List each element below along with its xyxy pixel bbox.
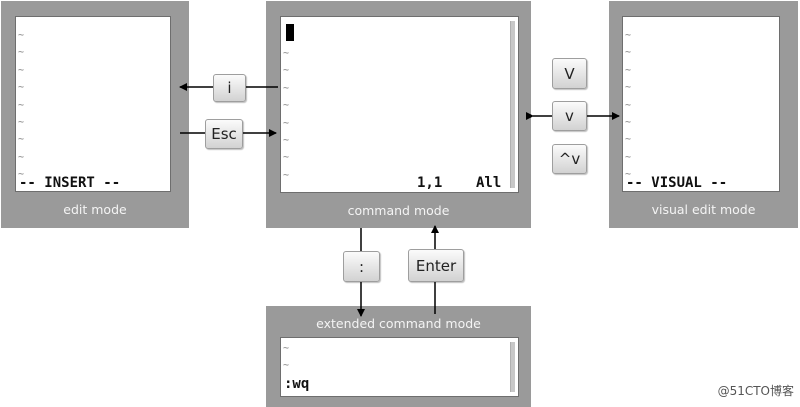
tilde-marker: ~: [625, 99, 632, 111]
empty-line-markers: ~ ~ ~ ~ ~ ~ ~ ~ ~: [18, 27, 24, 184]
tilde-marker: ~: [18, 169, 25, 181]
tilde-marker: ~: [283, 82, 290, 94]
tilde-marker: ~: [283, 117, 290, 129]
extended-mode-label: extended command mode: [316, 316, 481, 331]
edit-mode-screen: ~ ~ ~ ~ ~ ~ ~ ~ ~ -- INSERT --: [15, 16, 171, 192]
tilde-marker: ~: [18, 30, 25, 41]
visual-mode-screen: ~ ~ ~ ~ ~ ~ ~ ~ ~ -- VISUAL --: [622, 16, 780, 192]
key-colon: :: [343, 251, 380, 282]
tilde-marker: ~: [625, 47, 632, 59]
visual-status-line: -- VISUAL --: [626, 175, 728, 191]
command-mode-panel: ~ ~ ~ ~ ~ ~ ~ ~ 1,1 All command mode: [266, 1, 531, 228]
key-esc: Esc: [205, 119, 243, 149]
tilde-marker: ~: [283, 134, 290, 146]
tilde-marker: ~: [18, 47, 25, 59]
extended-mode-screen: ~ ~ :wq: [280, 337, 519, 397]
tilde-marker: ~: [18, 134, 25, 146]
tilde-marker: ~: [283, 152, 290, 164]
tilde-marker: ~: [283, 48, 290, 59]
visual-mode-panel: ~ ~ ~ ~ ~ ~ ~ ~ ~ -- VISUAL -- visual ed…: [609, 1, 798, 228]
tilde-marker: ~: [18, 116, 25, 128]
edit-mode-label: edit mode: [63, 202, 127, 217]
tilde-marker: ~: [625, 64, 632, 76]
key-enter: Enter: [408, 249, 464, 282]
tilde-marker: ~: [625, 169, 632, 181]
tilde-marker: ~: [625, 82, 632, 94]
tilde-marker: ~: [625, 30, 632, 41]
edit-mode-panel: ~ ~ ~ ~ ~ ~ ~ ~ ~ -- INSERT -- edit mode: [1, 1, 189, 228]
tilde-marker: ~: [18, 99, 25, 111]
scrollbar[interactable]: [510, 21, 515, 188]
visual-mode-label: visual edit mode: [651, 202, 756, 217]
insert-status-line: -- INSERT --: [19, 175, 121, 191]
cursor-position-status: 1,1 All: [417, 175, 502, 191]
key-visual-line: V: [552, 58, 587, 89]
command-line-input: :wq: [284, 376, 310, 392]
watermark-text: @51CTO博客: [717, 384, 794, 398]
tilde-marker: ~: [283, 343, 290, 354]
tilde-marker: ~: [18, 82, 25, 94]
tilde-marker: ~: [18, 64, 25, 76]
empty-line-markers: ~ ~ ~ ~ ~ ~ ~ ~: [283, 45, 289, 184]
text-cursor: [286, 24, 294, 41]
tilde-marker: ~: [283, 100, 290, 112]
extended-mode-panel: extended command mode ~ ~ :wq: [266, 306, 531, 407]
key-i: i: [213, 74, 246, 102]
key-visual-char: v: [552, 101, 587, 131]
key-visual-block: ^v: [552, 144, 587, 174]
tilde-marker: ~: [625, 151, 632, 163]
command-mode-screen: ~ ~ ~ ~ ~ ~ ~ ~ 1,1 All: [280, 16, 519, 193]
scrollbar[interactable]: [510, 342, 515, 392]
empty-line-markers: ~ ~: [283, 340, 289, 375]
tilde-marker: ~: [625, 134, 632, 146]
empty-line-markers: ~ ~ ~ ~ ~ ~ ~ ~ ~: [625, 27, 631, 184]
command-mode-label: command mode: [347, 203, 450, 218]
tilde-marker: ~: [283, 65, 290, 77]
tilde-marker: ~: [283, 360, 290, 372]
tilde-marker: ~: [283, 169, 290, 181]
tilde-marker: ~: [18, 151, 25, 163]
tilde-marker: ~: [625, 116, 632, 128]
